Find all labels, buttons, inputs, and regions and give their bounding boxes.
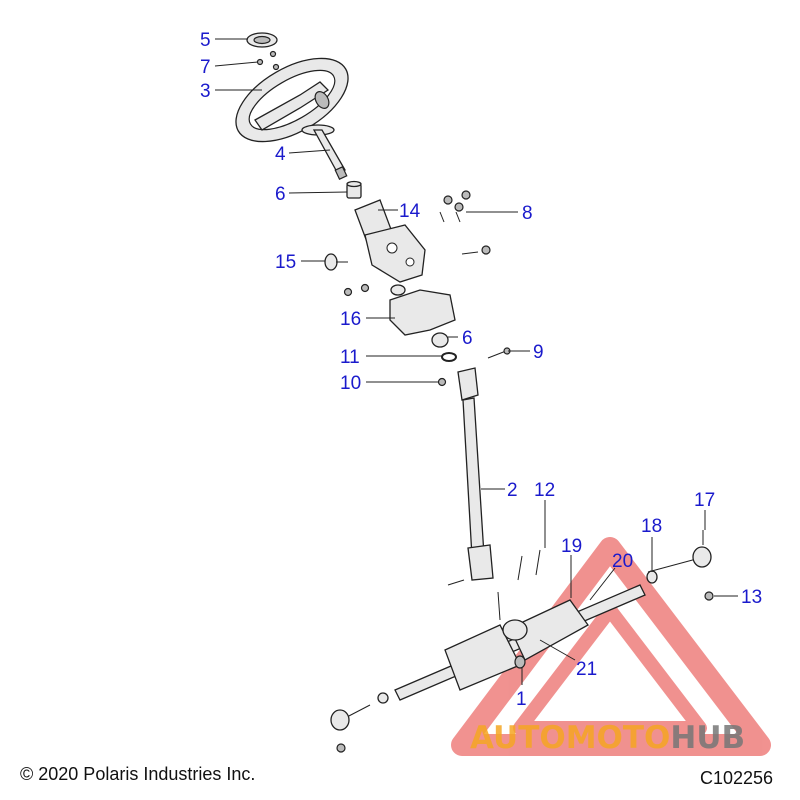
bolt-9: [487, 347, 511, 359]
callout-8: 8: [522, 203, 533, 224]
svg-text:AUTOMOTOHUB: AUTOMOTOHUB: [470, 720, 745, 756]
callout-6-upper: 6: [275, 184, 286, 205]
rack-mount-bolts: [447, 549, 541, 586]
lower-bushing: [431, 332, 449, 348]
figure-id: C102256: [700, 768, 774, 788]
cap-screws: [256, 50, 280, 71]
jam-nut: [646, 570, 658, 584]
upper-bushing: [346, 180, 362, 199]
steering-shaft: [301, 124, 348, 181]
callout-21: 21: [576, 659, 597, 680]
callout-16: 16: [340, 309, 361, 330]
copyright-notice: © 2020 Polaris Industries Inc.: [20, 764, 256, 784]
callout-7: 7: [200, 57, 211, 78]
callout-6-lower: 6: [462, 328, 473, 349]
column-bracket: [343, 283, 456, 336]
intermediate-shaft: [457, 367, 494, 581]
callout-5: 5: [200, 30, 211, 51]
callout-labels: 5 7 3 4 6 14 8 15 16 6 9 11 10 2 12 17 1…: [200, 30, 762, 710]
tie-rod-end-left: [330, 692, 389, 753]
watermark-part2: HUB: [670, 720, 745, 756]
steering-cap: [246, 32, 278, 48]
callout-1: 1: [516, 689, 527, 710]
nut-10: [437, 377, 447, 387]
callout-10: 10: [340, 373, 361, 394]
steering-wheel: [235, 57, 349, 143]
callout-12: 12: [534, 480, 555, 501]
callout-2: 2: [507, 480, 518, 501]
leader-lines: [214, 38, 738, 685]
adjust-knob: [324, 253, 348, 271]
bolt-nut-group: [439, 190, 491, 255]
callout-9: 9: [533, 342, 544, 363]
callout-17: 17: [694, 490, 715, 511]
callout-14: 14: [399, 201, 421, 222]
callout-4: 4: [275, 144, 286, 165]
callout-20: 20: [612, 551, 633, 572]
callout-13: 13: [741, 587, 762, 608]
callout-18: 18: [641, 516, 662, 537]
watermark-text: AUTOMOTOHUB: [470, 720, 745, 756]
tie-rod-end-right: [647, 530, 714, 601]
callout-11: 11: [340, 347, 360, 368]
callout-19: 19: [561, 536, 582, 557]
steering-rack: [394, 584, 646, 701]
washer: [441, 352, 457, 362]
watermark-part1: AUTOMOTO: [470, 720, 670, 756]
steering-column: [354, 199, 426, 283]
callout-3: 3: [200, 81, 211, 102]
callout-15: 15: [275, 252, 296, 273]
